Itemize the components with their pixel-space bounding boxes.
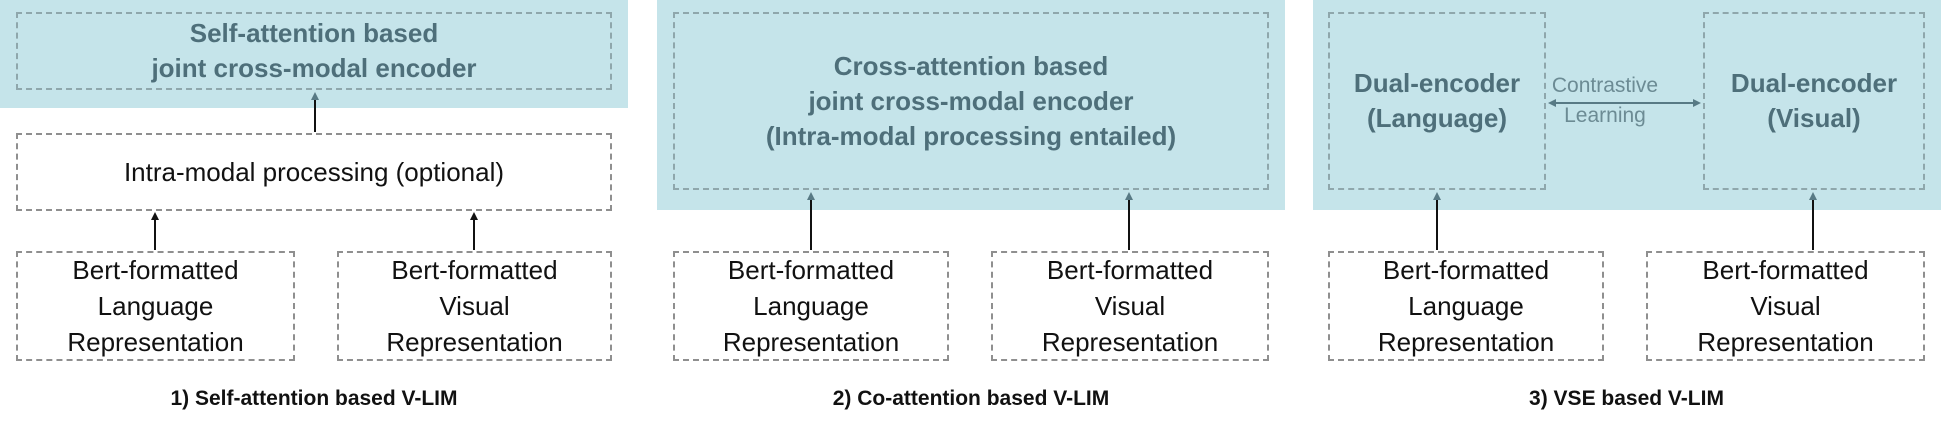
dual-encoder-language-box: Dual-encoder (Language) — [1328, 12, 1546, 190]
panel1-visual-representation-box: Bert-formatted Visual Representation — [337, 251, 612, 361]
panel2-visual-representation-box: Bert-formatted Visual Representation — [991, 251, 1269, 361]
intra-modal-processing-label: Intra-modal processing (optional) — [123, 157, 505, 187]
panel1-caption: 1) Self-attention based V-LIM — [170, 387, 458, 410]
panel3-language-representation-box: Bert-formatted Language Representation — [1328, 251, 1604, 361]
panel3-language-representation-label: Bert-formatted Language Representation — [1377, 255, 1555, 357]
self-attention-encoder-label: Self-attention based joint cross-modal e… — [151, 18, 477, 83]
panel2-encoder-background — [657, 0, 1285, 210]
panel3-caption: 3) VSE based V-LIM — [1529, 387, 1724, 410]
panel2-language-representation-box: Bert-formatted Language Representation — [673, 251, 949, 361]
cross-attention-encoder-label: Cross-attention based joint cross-modal … — [765, 50, 1177, 151]
self-attention-encoder-box: Self-attention based joint cross-modal e… — [16, 12, 612, 90]
panel3-visual-representation-box: Bert-formatted Visual Representation — [1646, 251, 1925, 361]
cross-attention-encoder-box: Cross-attention based joint cross-modal … — [673, 12, 1269, 190]
dual-encoder-visual-label: Dual-encoder (Visual) — [1730, 68, 1898, 133]
panel1-encoder-background — [0, 0, 628, 108]
panel2-visual-representation-label: Bert-formatted Visual Representation — [1041, 255, 1219, 357]
dual-encoder-visual-box: Dual-encoder (Visual) — [1703, 12, 1925, 190]
panel3-visual-representation-label: Bert-formatted Visual Representation — [1697, 255, 1874, 357]
panel2-language-representation-label: Bert-formatted Language Representation — [722, 255, 900, 357]
panel1-visual-representation-label: Bert-formatted Visual Representation — [386, 255, 563, 357]
dual-encoder-language-label: Dual-encoder (Language) — [1353, 68, 1521, 133]
panel2-caption: 2) Co-attention based V-LIM — [832, 387, 1110, 410]
intra-modal-processing-box: Intra-modal processing (optional) — [16, 133, 612, 211]
panel1-language-representation-box: Bert-formatted Language Representation — [16, 251, 295, 361]
contrastive-learning-label: Contrastive Learning — [1551, 74, 1659, 127]
panel1-language-representation-label: Bert-formatted Language Representation — [67, 255, 244, 357]
